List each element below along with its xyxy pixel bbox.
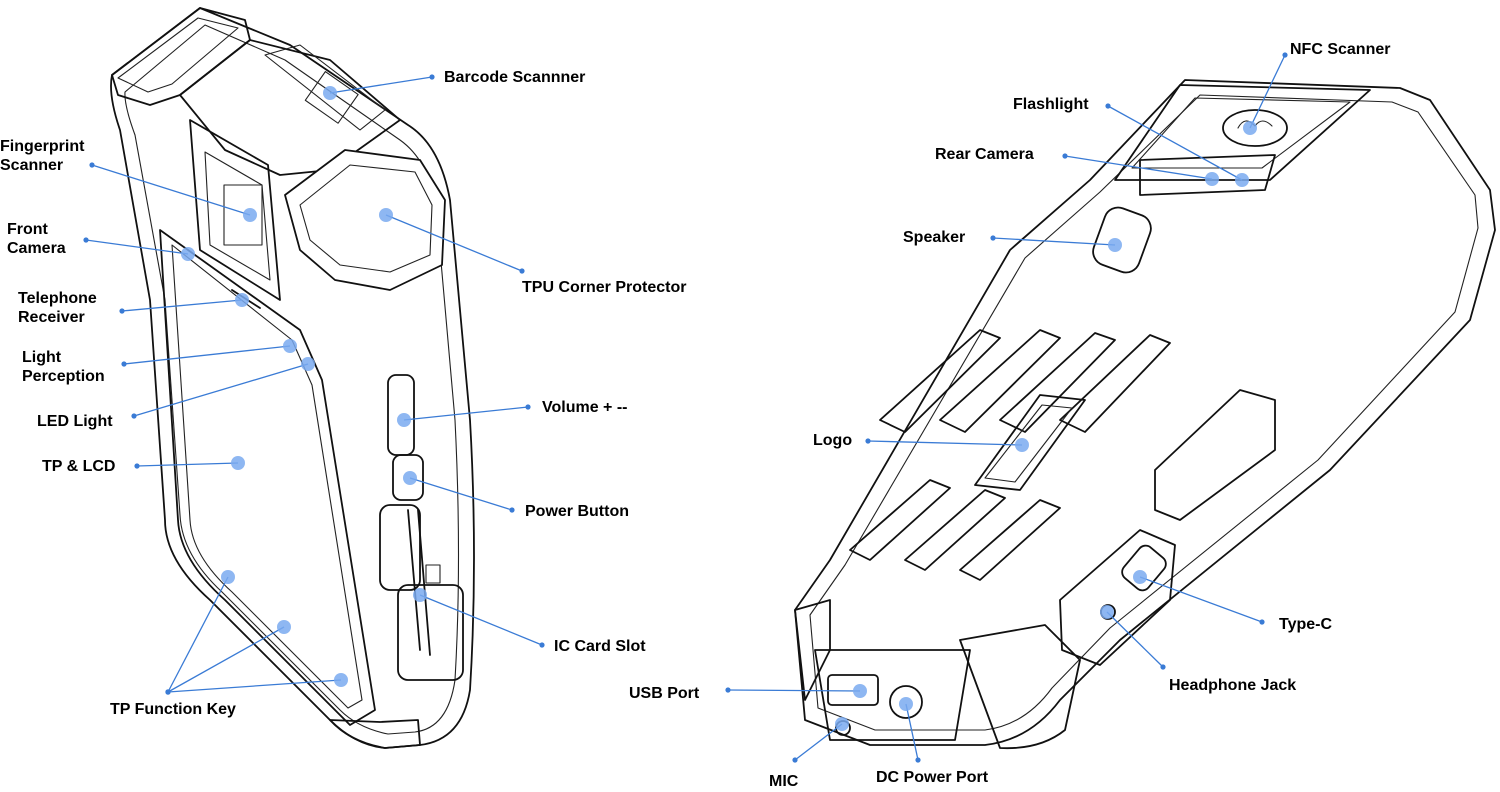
leader-start-dot-logo — [865, 438, 871, 444]
leader-start-dot-rear-camera — [1062, 153, 1068, 159]
leader-line-volume — [403, 406, 529, 421]
label-mic: MIC — [769, 773, 799, 790]
leader-start-dot-telephone — [119, 308, 125, 314]
leader-start-dot-led — [131, 413, 137, 419]
label-fingerprint-scanner: Fingerprint Scanner — [0, 138, 85, 174]
label-tpu-corner-protector: TPU Corner Protector — [522, 279, 687, 296]
leader-start-dot-headphone — [1160, 664, 1166, 670]
leader-start-dot-mic — [792, 757, 798, 763]
label-flashlight: Flashlight — [1013, 96, 1089, 113]
callout-target-dot-dc-power — [899, 697, 913, 711]
leader-line-light-perception — [123, 345, 291, 365]
leader-line-rear-camera — [1064, 155, 1213, 180]
leader-line-tp-lcd — [136, 462, 239, 467]
callout-target-dot-ic-card — [413, 588, 427, 602]
leader-start-dot-tp-lcd — [134, 463, 140, 469]
leader-line-dc-power — [905, 703, 919, 761]
leader-line-headphone — [1106, 611, 1164, 668]
label-volume: Volume + -- — [542, 399, 628, 416]
leader-start-dot-speaker — [990, 235, 996, 241]
label-rear-camera: Rear Camera — [935, 146, 1034, 163]
label-ic-card-slot: IC Card Slot — [554, 638, 646, 655]
callout-target-dot-light-perception — [283, 339, 297, 353]
leader-start-dot-dc-power — [915, 757, 921, 763]
label-power-button: Power Button — [525, 503, 629, 520]
leader-line-type-c — [1139, 576, 1263, 623]
label-dc-power-port: DC Power Port — [876, 769, 989, 786]
leader-start-dot-nfc — [1282, 52, 1288, 58]
leader-start-dot-tpu — [519, 268, 525, 274]
leader-line-barcode — [329, 76, 433, 94]
leader-line-tpu — [385, 214, 523, 272]
leader-line-power — [409, 477, 513, 511]
front-device-drawing — [110, 7, 475, 749]
leader-start-dot-usb — [725, 687, 731, 693]
callout-target-dot-volume — [397, 413, 411, 427]
leader-line-led — [133, 363, 309, 417]
callout-target-dot-speaker — [1108, 238, 1122, 252]
leader-line-tp-func-2 — [167, 626, 285, 693]
callout-target-dot-led — [301, 357, 315, 371]
leader-line-tp-func-1 — [167, 576, 229, 693]
label-nfc-scanner: NFC Scanner — [1290, 41, 1391, 58]
leader-start-dot-barcode — [429, 74, 435, 80]
callout-target-dot-mic — [835, 717, 849, 731]
leader-start-dot-light-perception — [121, 361, 127, 367]
callout-target-dot-type-c — [1133, 570, 1147, 584]
callout-target-dot-tp-func-2 — [277, 620, 291, 634]
leader-line-telephone — [121, 299, 243, 312]
label-tp-lcd: TP & LCD — [42, 458, 116, 475]
label-type-c: Type-C — [1279, 616, 1333, 633]
leader-line-usb — [727, 689, 861, 692]
callout-target-dot-tpu — [379, 208, 393, 222]
label-headphone-jack: Headphone Jack — [1169, 677, 1297, 694]
callout-target-dot-barcode — [323, 86, 337, 100]
leader-start-dot-fingerprint — [89, 162, 95, 168]
callout-target-dot-power — [403, 471, 417, 485]
callout-target-dot-rear-camera — [1205, 172, 1219, 186]
leader-line-nfc — [1249, 54, 1286, 129]
leader-start-dot-tp-func-3 — [165, 689, 171, 695]
callout-target-dot-tp-lcd — [231, 456, 245, 470]
leader-line-front-camera — [85, 239, 189, 255]
leader-line-ic-card — [419, 594, 543, 646]
leader-start-dot-ic-card — [539, 642, 545, 648]
callout-target-dot-logo — [1015, 438, 1029, 452]
callout-target-dot-front-camera — [181, 247, 195, 261]
leader-start-dot-front-camera — [83, 237, 89, 243]
callout-target-dot-nfc — [1243, 121, 1257, 135]
label-speaker: Speaker — [903, 229, 966, 246]
leader-line-tp-func-3 — [167, 679, 342, 693]
label-tp-function-key: TP Function Key — [110, 701, 236, 718]
leader-start-dot-type-c — [1259, 619, 1265, 625]
leader-line-fingerprint — [91, 164, 251, 216]
callout-target-dot-headphone — [1100, 605, 1114, 619]
callout-target-dot-tp-func-1 — [221, 570, 235, 584]
leader-line-logo — [867, 440, 1023, 446]
label-telephone-receiver: Telephone Receiver — [18, 290, 97, 326]
callout-target-dot-flashlight — [1235, 173, 1249, 187]
leader-line-speaker — [992, 237, 1116, 246]
callout-target-dot-tp-func-3 — [334, 673, 348, 687]
leader-start-dot-flashlight — [1105, 103, 1111, 109]
leader-start-dot-volume — [525, 404, 531, 410]
callout-leaders — [83, 52, 1288, 763]
callout-target-dot-telephone — [235, 293, 249, 307]
label-barcode-scanner: Barcode Scannner — [444, 69, 586, 86]
callout-target-dot-fingerprint — [243, 208, 257, 222]
leader-start-dot-power — [509, 507, 515, 513]
label-usb-port: USB Port — [629, 685, 700, 702]
label-front-camera: Front Camera — [7, 221, 66, 257]
leader-line-flashlight — [1107, 105, 1243, 181]
label-logo: Logo — [813, 432, 853, 449]
label-light-perception: Light Perception — [22, 349, 105, 385]
callout-target-dot-usb — [853, 684, 867, 698]
label-led-light: LED Light — [37, 413, 113, 430]
leader-line-mic — [794, 723, 843, 761]
back-device-drawing — [794, 79, 1496, 750]
